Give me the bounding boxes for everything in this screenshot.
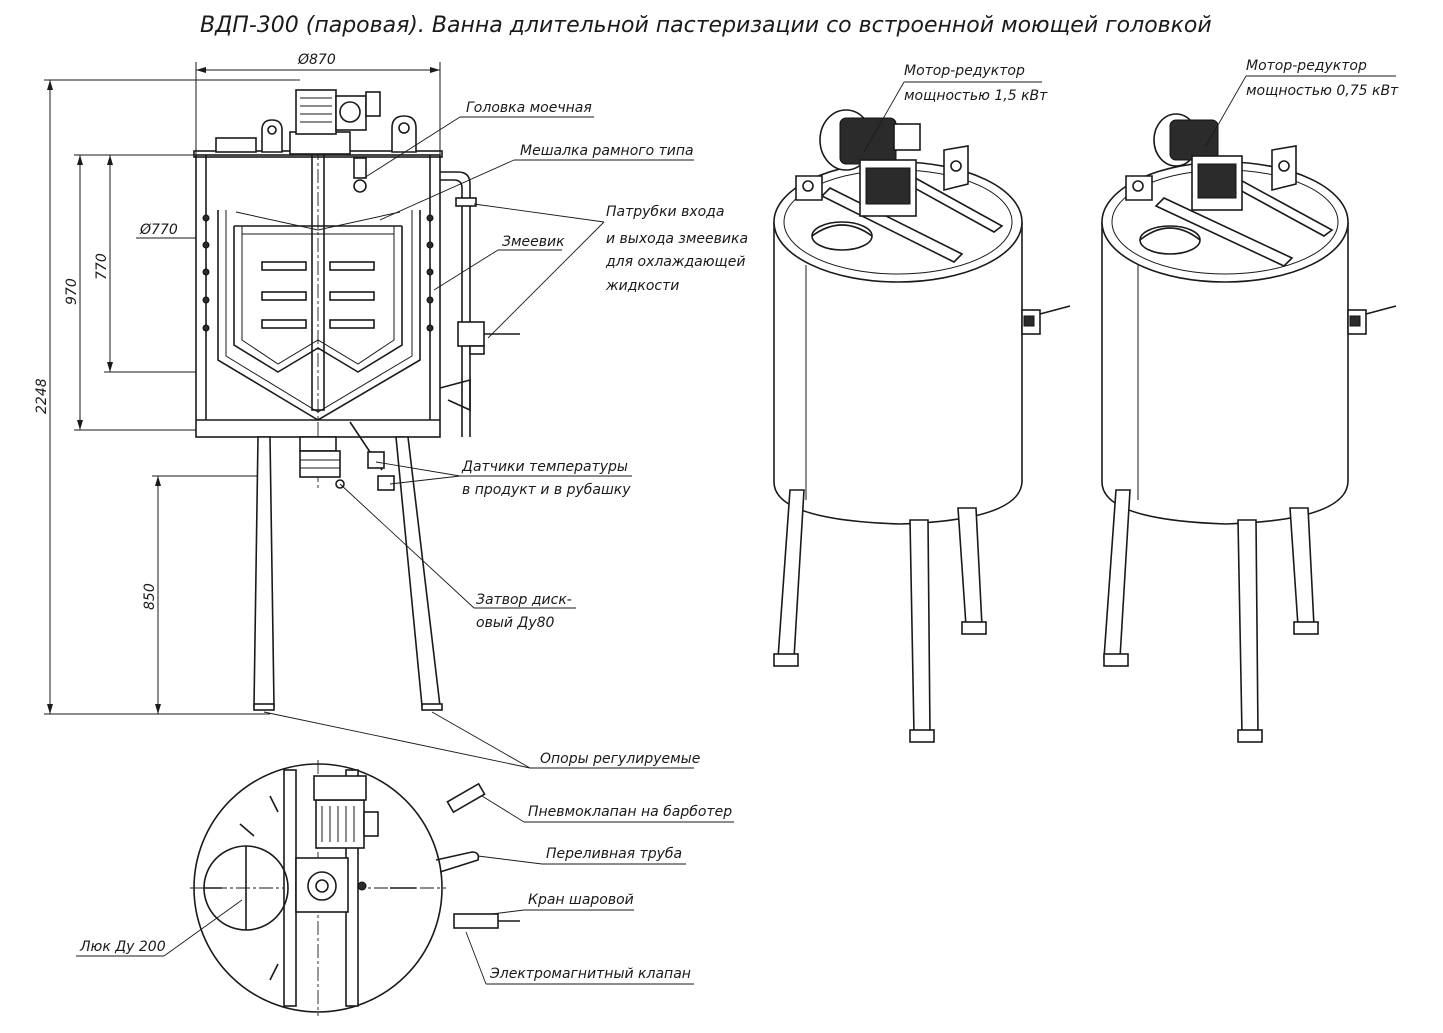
top-view — [190, 760, 520, 1016]
label-pneumovalve: Пневмоклапан на барботер — [528, 804, 732, 820]
motor-gearbox — [289, 89, 381, 155]
label-sensors-1: Датчики температуры — [461, 459, 628, 475]
label-overflow: Переливная труба — [546, 846, 682, 862]
label-sensors-2: в продукт и в рубашку — [462, 482, 631, 498]
label-valve-2: овый Ду80 — [476, 615, 555, 631]
front-view: Ø870 2248 970 770 Ø770 850 — [34, 52, 520, 715]
label-nozzles-3: для охлаждающей — [605, 254, 745, 270]
iso-view-1-5kw — [773, 109, 1071, 743]
top-leaders — [76, 795, 734, 985]
label-coil: Змеевик — [502, 234, 565, 250]
label-motor-1-line1: Мотор-редуктор — [904, 63, 1025, 79]
front-leaders — [263, 116, 694, 769]
label-mixer: Мешалка рамного типа — [520, 143, 694, 159]
label-solenoid: Электромагнитный клапан — [489, 966, 691, 982]
coil-markers — [202, 214, 434, 332]
label-hatch: Люк Ду 200 — [79, 939, 166, 955]
label-ball-valve: Кран шаровой — [528, 892, 634, 908]
drawing-title: ВДП-300 (паровая). Ванна длительной паст… — [200, 13, 1212, 38]
dim-d870: Ø870 — [297, 52, 336, 68]
label-motor-1-line2: мощностью 1,5 кВт — [904, 88, 1048, 104]
dim-d770: Ø770 — [139, 222, 178, 238]
iso-view-0-75kw — [1101, 113, 1397, 743]
label-nozzles-1: Патрубки входа — [606, 204, 724, 220]
dim-770: 770 — [94, 253, 110, 280]
label-motor-2-line1: Мотор-редуктор — [1246, 58, 1367, 74]
dim-2248: 2248 — [34, 378, 50, 414]
dim-970: 970 — [64, 278, 80, 305]
label-nozzles-2: и выхода змеевика — [606, 231, 748, 247]
label-nozzles-4: жидкости — [605, 278, 679, 294]
label-feet: Опоры регулируемые — [540, 751, 700, 767]
label-washing-head: Головка моечная — [466, 100, 592, 116]
label-valve-1: Затвор диск- — [476, 592, 572, 608]
dim-850: 850 — [142, 583, 158, 610]
label-motor-2-line2: мощностью 0,75 кВт — [1246, 83, 1399, 99]
